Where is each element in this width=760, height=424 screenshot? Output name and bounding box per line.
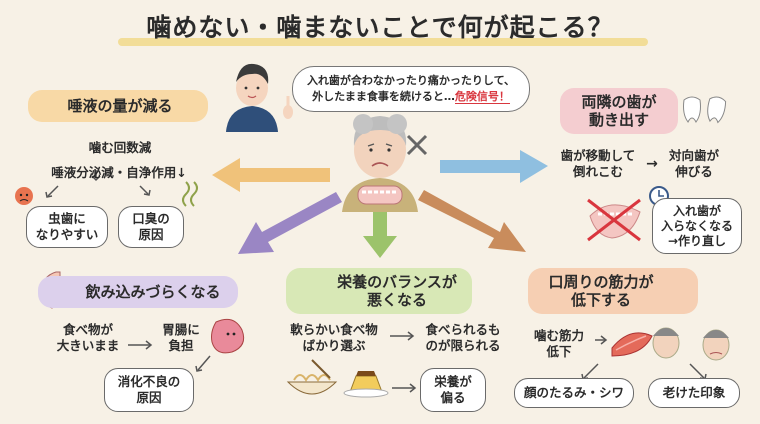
breath-line-1: 口臭の <box>132 211 170 227</box>
stomach-line-1: 胃腸に <box>162 322 200 337</box>
stomach-text: 胃腸に負担 <box>154 322 208 353</box>
saliva-header: 唾液の量が減る <box>28 90 208 122</box>
food-line-1: 食べ物が <box>62 322 113 337</box>
breath-line-2: 原因 <box>138 227 164 242</box>
teeth-move-header-1: 両隣の歯が <box>581 93 657 111</box>
saliva-header-text: 唾液の量が減る <box>67 97 173 115</box>
biased-line-2: 偏る <box>440 390 466 405</box>
indigestion-line-1: 消化不良の <box>117 374 181 390</box>
remake-line-3: →作り直し <box>667 233 727 248</box>
muscle-weak-text: 噛む筋力低下 <box>524 328 594 359</box>
muscle-header-1: 口周りの筋力が <box>548 273 654 291</box>
stomach-line-2: 負担 <box>168 337 194 353</box>
opposite-line-2: 伸びる <box>675 163 713 179</box>
weak-line-2: 低下 <box>546 343 572 359</box>
soft-line-2: ばかり選ぶ <box>302 337 366 353</box>
weak-line-1: 噛む筋力 <box>533 328 584 343</box>
secretion-text: 唾液分泌減・自浄作用↓ <box>51 165 187 180</box>
limited-text: 食べられるものが限られる <box>414 322 512 353</box>
page-title: 噛めない・噛まないことで何が起こる？ <box>146 13 614 42</box>
crossed-denture-icon <box>587 198 641 242</box>
arrow-down-right-brown <box>418 190 526 252</box>
arrow-right-blue <box>440 150 548 183</box>
danger-signal: 危険信号！ <box>454 89 510 104</box>
limited-line-2: のが限られる <box>425 337 501 353</box>
remake-line-2: 入らなくなる <box>660 218 733 233</box>
food-text: 食べ物が大きいまま <box>48 322 128 353</box>
shift-text: 歯が移動して倒れこむ <box>556 148 640 179</box>
remake-bubble: 入れ歯が入らなくなる→作り直し <box>652 198 742 254</box>
biased-bubble: 栄養が偏る <box>420 368 486 412</box>
elderly-person-illustration <box>342 114 428 212</box>
soft-line-1: 軟らかい食べ物 <box>290 322 378 337</box>
tooth-icon <box>683 96 727 124</box>
teeth-move-header-2: 動き出す <box>588 111 649 129</box>
nutrition-header-2: 悪くなる <box>366 291 427 309</box>
muscle-header: 口周りの筋力が低下する <box>528 268 698 314</box>
nutrition-header: 栄養のバランスが悪くなる <box>286 268 472 314</box>
teeth-move-header: 両隣の歯が動き出す <box>560 88 678 134</box>
shift-line-1: 歯が移動して <box>560 148 636 163</box>
aging-faces-icon <box>652 327 730 361</box>
stomach-icon <box>211 318 245 354</box>
aged-text: 老けた印象 <box>662 385 726 401</box>
speech-line-2: 外したまま食事を続けると…危険信号！ <box>293 89 529 105</box>
sagging-text: 顔のたるみ・シワ <box>523 385 624 401</box>
odor-icon <box>182 181 198 207</box>
opposite-line-1: 対向歯が <box>668 148 719 163</box>
cavity-line-2: なりやすい <box>35 227 99 242</box>
limited-line-1: 食べられるも <box>425 322 501 337</box>
pudding-icon <box>343 371 389 398</box>
breath-bubble: 口臭の原因 <box>118 206 184 248</box>
noodle-bowl-icon <box>286 359 338 395</box>
arrow-down-left-purple <box>238 192 342 254</box>
nurse-illustration <box>226 63 293 132</box>
cavity-line-1: 虫歯に <box>48 211 86 227</box>
germ-icon <box>15 187 33 205</box>
swallow-header-text: 飲み込みづらくなる <box>85 283 221 301</box>
speech-line-1: 入れ歯が合わなかったり痛かったりして、 <box>306 74 516 87</box>
remake-line-1: 入れ歯が <box>672 203 721 218</box>
soft-food-text: 軟らかい食べ物ばかり選ぶ <box>280 322 388 353</box>
food-line-2: 大きいまま <box>56 337 120 353</box>
swallow-header: 飲み込みづらくなる <box>38 276 238 308</box>
speech-bubble: 入れ歯が合わなかったり痛かったりして、 外したまま食事を続けると…危険信号！ <box>292 66 530 112</box>
shift-line-2: 倒れこむ <box>572 163 623 179</box>
arrow-down-green <box>363 212 397 258</box>
nutrition-header-1: 栄養のバランスが <box>337 273 457 291</box>
aged-bubble: 老けた印象 <box>648 378 740 408</box>
opposite-text: 対向歯が伸びる <box>662 148 726 179</box>
speech-line-2-text: 外したまま食事を続けると… <box>312 89 455 103</box>
muscle-header-2: 低下する <box>570 291 631 309</box>
indigestion-line-2: 原因 <box>136 390 162 405</box>
indigestion-bubble: 消化不良の原因 <box>104 368 194 412</box>
cavity-bubble: 虫歯になりやすい <box>26 206 108 248</box>
biased-line-1: 栄養が <box>434 374 472 390</box>
arrow-left-orange <box>212 158 330 192</box>
chew-count-text: 噛む回数減 <box>88 140 152 155</box>
sagging-bubble: 顔のたるみ・シワ <box>514 378 634 408</box>
muscle-icon <box>611 332 653 357</box>
title-highlight <box>118 38 648 46</box>
shift-arrow: → <box>646 156 658 172</box>
